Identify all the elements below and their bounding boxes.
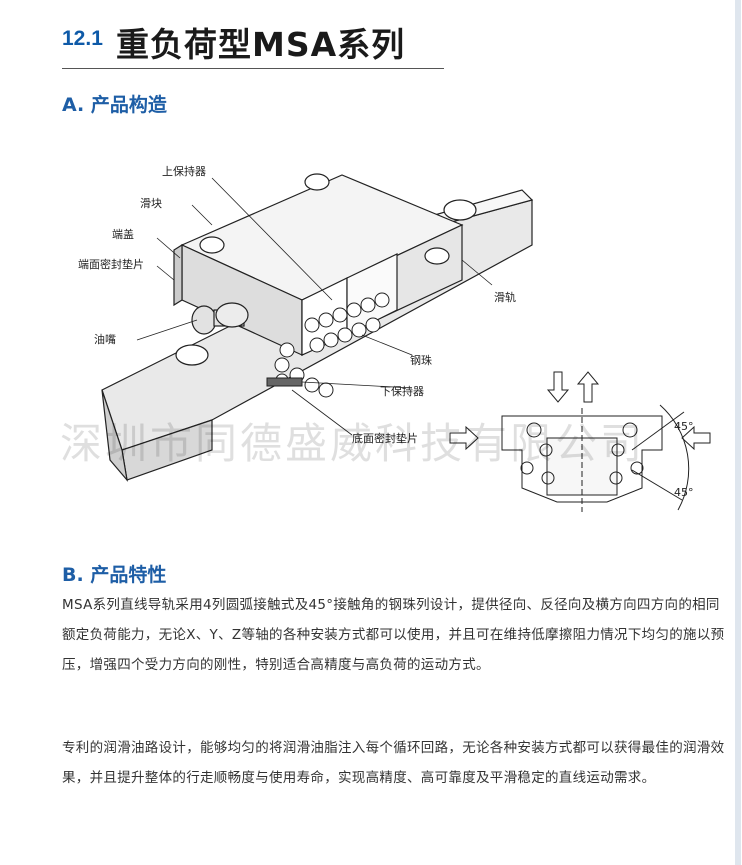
section-a-title: A. 产品构造	[62, 94, 167, 116]
angle-label-bottom: 45°	[674, 486, 694, 499]
label-steel-ball: 钢珠	[410, 353, 432, 367]
leader-lines	[136, 177, 493, 436]
label-bottom-seal: 底面密封垫片	[352, 431, 418, 445]
label-lower-retainer: 下保持器	[380, 384, 424, 398]
lower-retainer-strip	[266, 377, 303, 387]
label-upper-retainer: 上保持器	[162, 164, 206, 178]
label-grease-nipple: 油嘴	[94, 332, 116, 346]
arrow-left-icon	[681, 425, 711, 451]
section-number: 12.1	[62, 27, 103, 50]
label-end-seal: 端面密封垫片	[78, 257, 144, 271]
cross-section-drawing	[449, 371, 711, 512]
label-end-cap: 端盖	[112, 227, 134, 241]
section-b-title: B. 产品特性	[62, 564, 167, 586]
label-rail: 滑轨	[494, 290, 516, 304]
angle-label-top: 45°	[674, 420, 694, 433]
product-structure-diagram: 上保持器 滑块 端盖 端面密封垫片 油嘴 滑轨 钢珠 下保持器 底面密封垫片	[62, 150, 734, 530]
arrow-right-icon	[449, 425, 479, 451]
arrow-down-icon	[546, 371, 570, 403]
slider-block-drawing	[173, 173, 464, 356]
arrow-up-icon	[576, 371, 600, 403]
structure-illustration: 上保持器 滑块 端盖 端面密封垫片 油嘴 滑轨 钢珠 下保持器 底面密封垫片	[78, 164, 711, 512]
steel-balls	[274, 292, 390, 398]
features-paragraph-1: MSA系列直线导轨采用4列圆弧接触式及45°接触角的钢珠列设计，提供径向、反径向…	[62, 597, 725, 673]
right-edge-rule	[735, 0, 741, 865]
page-header: 12.1 重负荷型MSA系列	[62, 16, 444, 69]
label-slider: 滑块	[140, 197, 162, 210]
page-title: 重负荷型MSA系列	[116, 25, 406, 64]
features-paragraph-2: 专利的润滑油路设计，能够均匀的将润滑油脂注入每个循环回路，无论各种安装方式都可以…	[62, 740, 725, 786]
